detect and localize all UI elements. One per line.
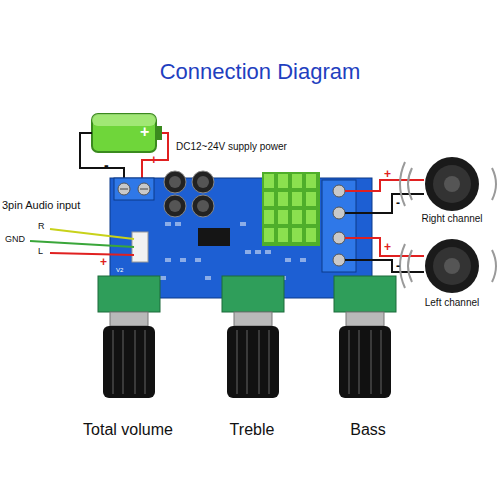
speaker-wire	[345, 180, 424, 191]
polarity-sign: +	[384, 241, 391, 254]
pin-name: GND	[5, 235, 25, 245]
audio-wire	[50, 229, 134, 239]
power-terminal	[114, 178, 154, 200]
speaker-wire	[345, 238, 424, 256]
control-label: Bass	[350, 421, 386, 439]
polarity-sign: +	[150, 153, 158, 167]
input-label: 3pin Audio input	[2, 199, 80, 211]
potentiometer	[98, 276, 396, 312]
pin-name: R	[38, 222, 45, 232]
speaker-wire	[345, 260, 424, 272]
heatsink	[262, 172, 320, 246]
audio-wire	[50, 253, 134, 255]
channel-label: Right channel	[421, 213, 482, 224]
audio-wire	[30, 241, 134, 247]
channel-label: Left channel	[425, 297, 480, 308]
polarity-sign: -	[396, 197, 400, 210]
sound-waves	[400, 162, 496, 288]
speaker-wire	[345, 194, 424, 213]
polarity-sign: -	[104, 158, 109, 173]
polarity-sign: +	[140, 123, 149, 141]
speaker-symbol	[425, 157, 479, 293]
control-label: Total volume	[83, 421, 173, 439]
ic-chip	[198, 228, 230, 246]
pin-name: L	[38, 247, 43, 257]
diagram-title: Connection Diagram	[160, 60, 361, 84]
polarity-sign: -	[396, 260, 400, 273]
supply-label: DC12~24V supply power	[176, 141, 287, 152]
speaker-terminal	[322, 180, 356, 272]
knob	[103, 312, 391, 398]
board-marking: V2	[116, 267, 123, 274]
power-wire	[80, 133, 124, 184]
polarity-sign: +	[100, 256, 107, 269]
battery-symbol	[92, 114, 162, 152]
polarity-sign: +	[384, 168, 391, 181]
control-label: Treble	[230, 421, 275, 439]
capacitors	[164, 171, 214, 217]
audio-connector	[132, 232, 148, 262]
power-wire	[142, 133, 168, 184]
